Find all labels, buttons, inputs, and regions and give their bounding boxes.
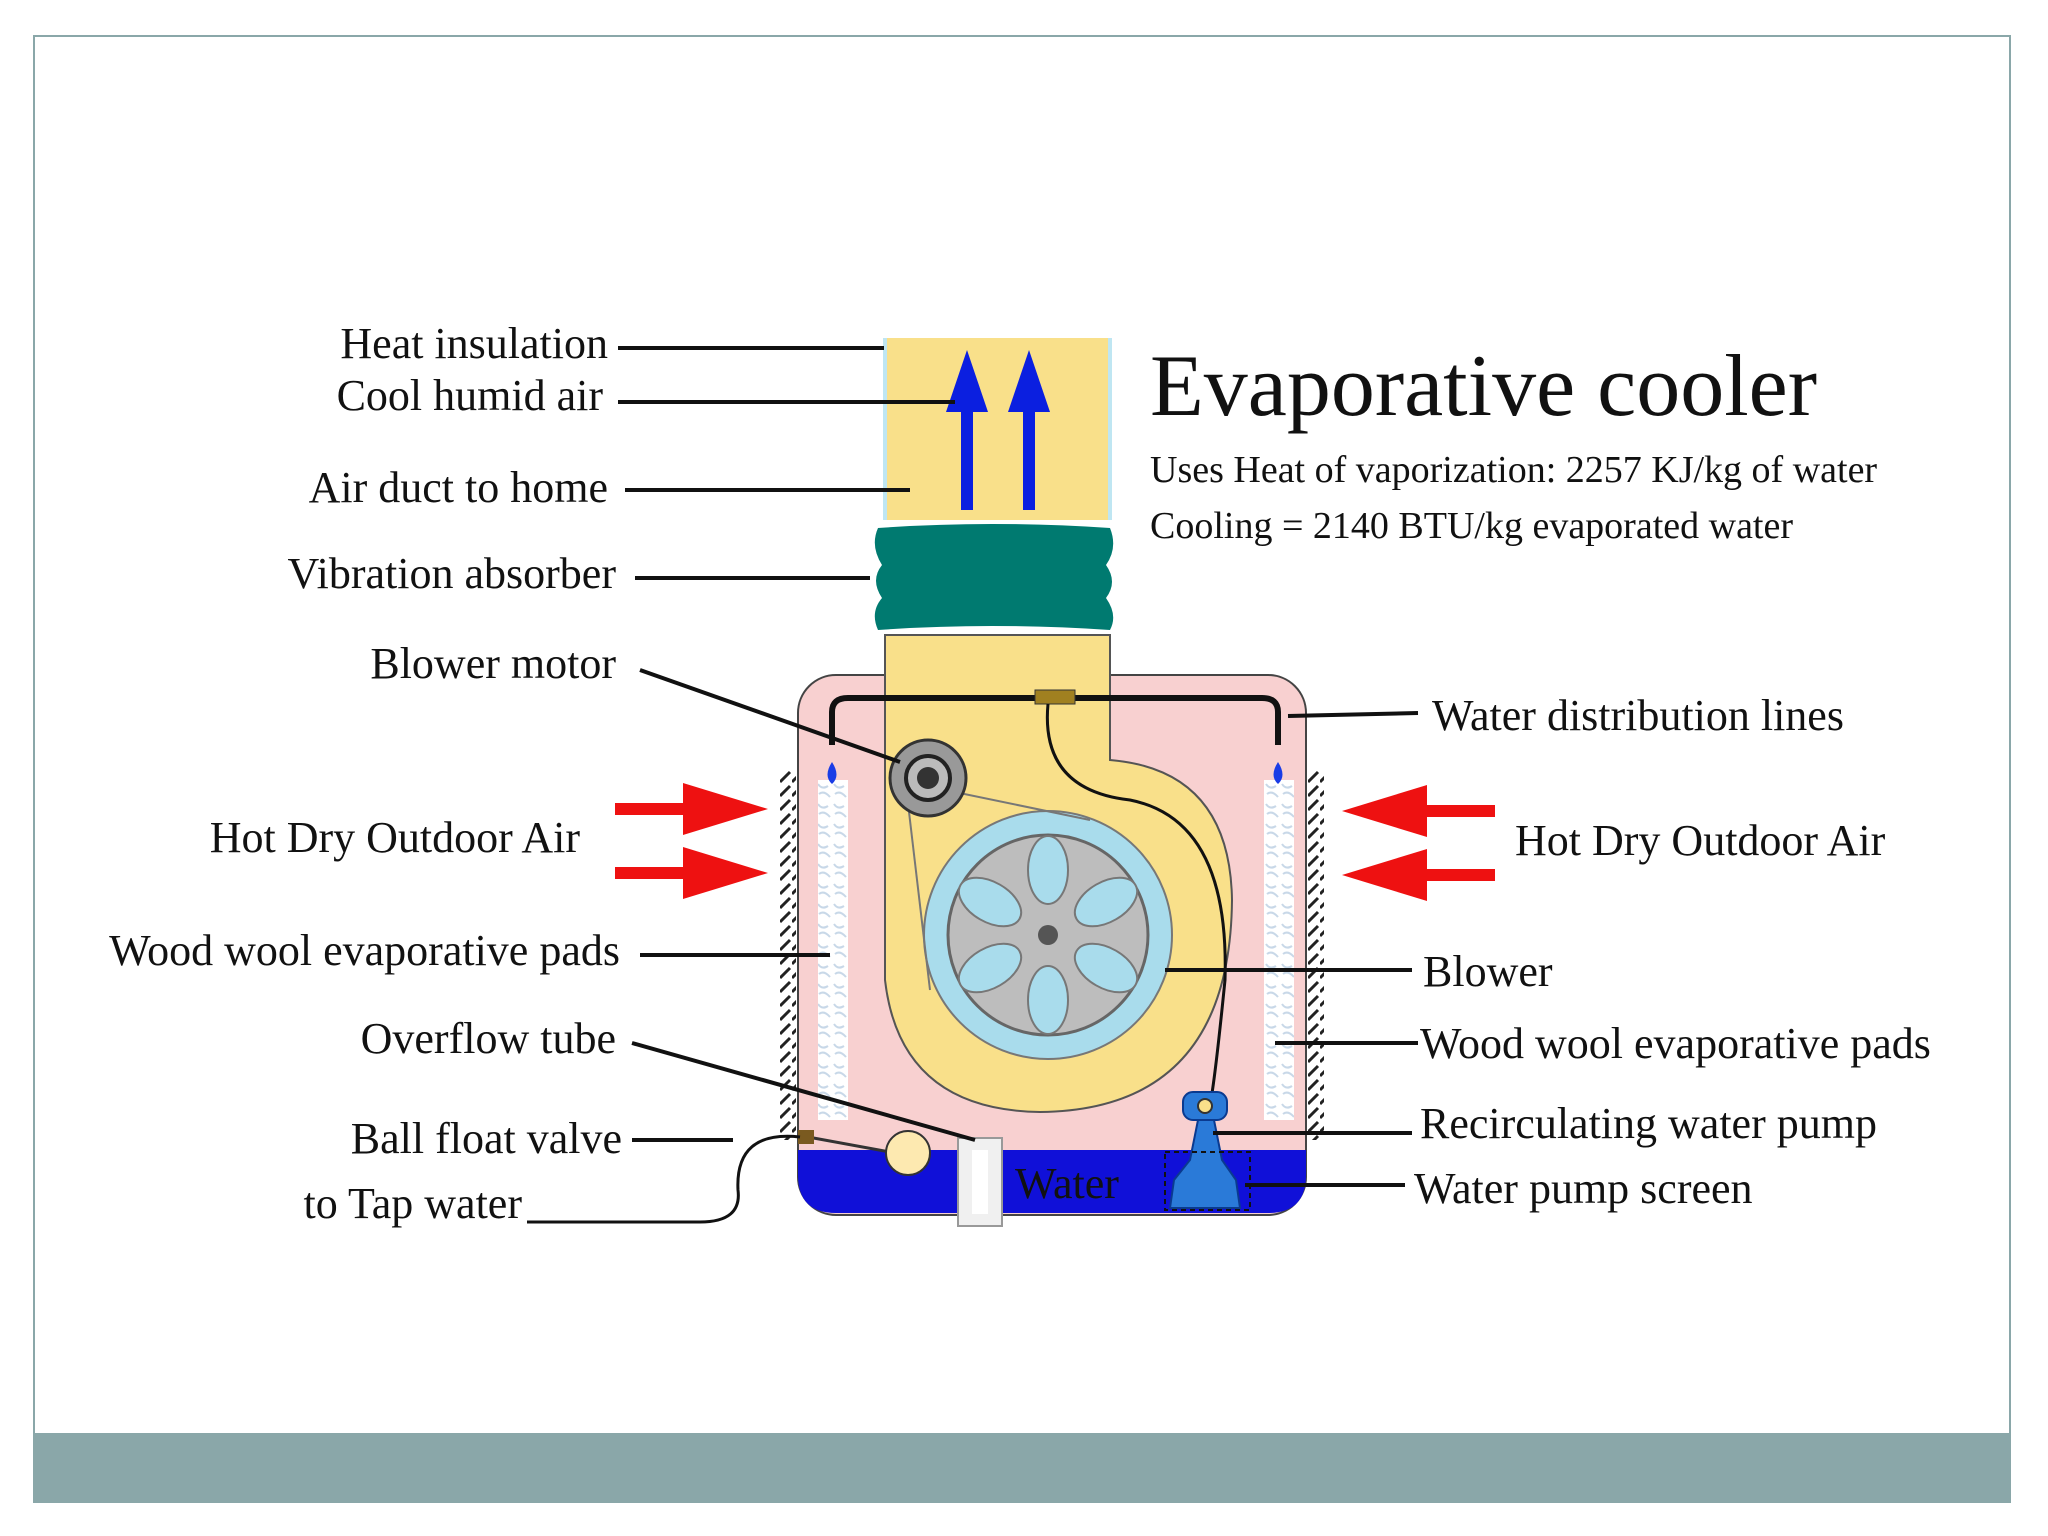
label-hot-dry-air-left: Hot Dry Outdoor Air [210,813,581,862]
blower-blades [957,835,1139,1035]
hot-air-arrow-icon [615,783,768,899]
label-water-pump-screen: Water pump screen [1414,1164,1753,1213]
label-pads-left: Wood wool evaporative pads [109,926,620,975]
label-air-duct: Air duct to home [309,463,608,512]
right-evaporative-pad [1264,780,1294,1120]
pump-screen [1164,1151,1251,1211]
subtitle-line-1: Uses Heat of vaporization: 2257 KJ/kg of… [1150,449,1877,491]
ball-float [885,1130,931,1176]
pipe-junction [1034,689,1076,705]
label-hot-dry-air-right: Hot Dry Outdoor Air [1515,816,1886,865]
label-pads-right: Wood wool evaporative pads [1420,1019,1931,1068]
pump-tube [1045,703,1227,1106]
right-louvers [1308,770,1324,1140]
footer-bar [33,1433,2011,1503]
hot-air-arrow-icon [1342,785,1495,901]
label-recirculating-pump: Recirculating water pump [1420,1099,1877,1148]
label-vibration-absorber: Vibration absorber [288,549,617,598]
water-drop-icon [1273,762,1283,784]
belt [904,777,931,991]
label-overflow-tube: Overflow tube [361,1014,616,1063]
left-evaporative-pad [818,780,848,1120]
diagram-title: Evaporative cooler [1150,338,1817,435]
label-cool-humid-air: Cool humid air [337,371,604,420]
vibration-absorber [874,524,1114,630]
cool-air-arrow-icon [946,350,1050,510]
subtitle-line-2: Cooling = 2140 BTU/kg evaporated water [1150,505,1793,547]
label-ball-float-valve: Ball float valve [351,1114,622,1163]
blower-hub [1038,925,1058,945]
water-drop-icon [827,762,837,784]
label-blower-motor: Blower motor [370,639,616,688]
label-blower: Blower [1423,947,1553,996]
tap-water-line [527,1134,801,1224]
label-water-distribution-lines: Water distribution lines [1432,691,1844,740]
air-duct [885,338,1110,520]
label-heat-insulation: Heat insulation [340,319,608,368]
water-label: Water [1015,1159,1119,1208]
label-tap-water: to Tap water [304,1179,523,1228]
